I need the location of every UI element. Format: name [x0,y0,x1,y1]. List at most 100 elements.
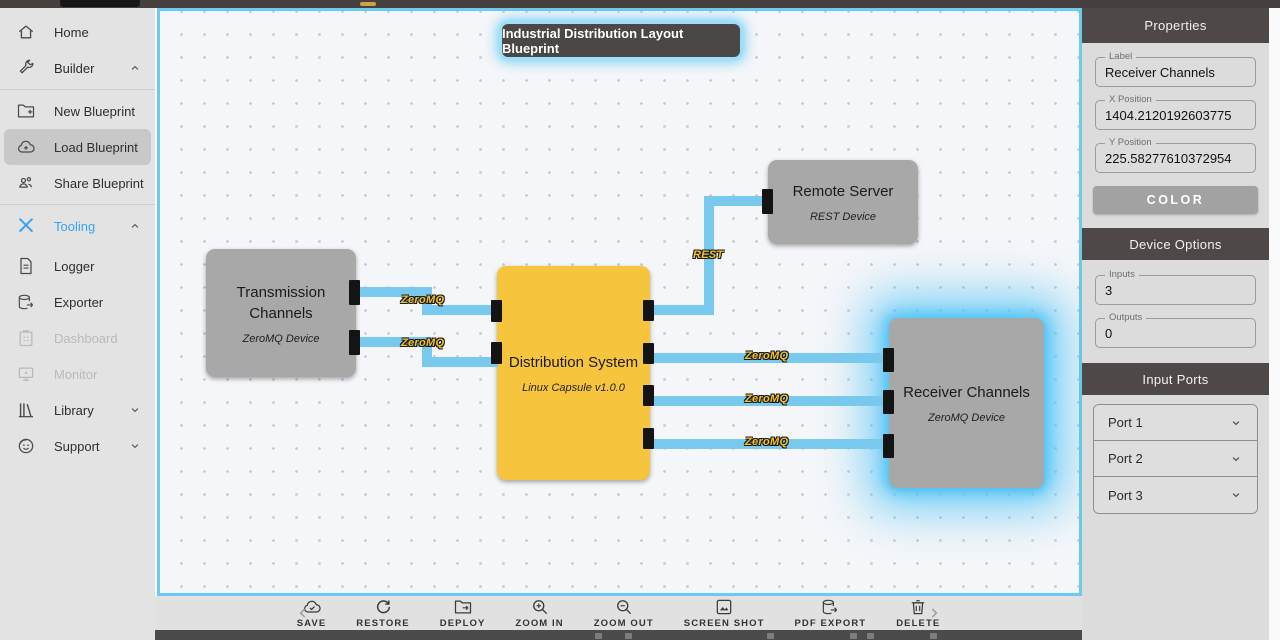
output-port[interactable] [643,385,654,406]
chevron-down-icon [1229,488,1243,502]
home-icon [16,22,36,42]
output-port[interactable] [643,428,654,449]
chevron-down-icon [128,439,142,453]
toolbar-button-label: SCREEN SHOT [683,618,765,629]
sidebar-item-library[interactable]: Library [0,392,155,428]
x-position-field[interactable]: X Position 1404.2120192603775 [1095,94,1256,130]
port-2-accordion[interactable]: Port 2 [1094,441,1257,477]
output-port[interactable] [643,343,654,364]
port-label: Port 2 [1108,451,1143,466]
deploy-button[interactable]: DEPLOY [440,597,486,629]
top-chrome-glyph [360,2,376,6]
node-title: Transmission Channels [236,283,326,322]
page-right-gutter [1269,8,1280,640]
delete-button[interactable]: DELETE [896,597,940,629]
input-port[interactable] [883,390,894,414]
inputs-field[interactable]: Inputs 3 [1095,269,1256,305]
database-export-icon [16,292,36,312]
sidebar-item-label: Builder [54,60,95,76]
input-port[interactable] [762,189,773,214]
field-label: Inputs [1105,269,1139,280]
pdf-export-button[interactable]: PDF EXPORT [795,597,867,629]
connection-label: ZeroMQ [745,436,789,448]
zoom-in-button[interactable]: ZOOM IN [515,597,563,629]
node-remote-server[interactable]: Remote Server REST Device [768,160,918,244]
canvas-toolbar: SAVE RESTORE DEPLOY ZOOM IN ZOOM OUT SCR… [155,596,1082,630]
node-subtitle: ZeroMQ Device [927,412,1006,424]
sidebar-item-new-blueprint[interactable]: New Blueprint [0,93,155,129]
sidebar-item-label: Exporter [54,294,104,310]
blueprint-title-chip[interactable]: Industrial Distribution Layout Blueprint [502,24,740,57]
zoom-out-button[interactable]: ZOOM OUT [594,597,654,629]
properties-header: Properties [1082,8,1269,43]
sidebar-item-label: Load Blueprint [54,139,138,155]
node-transmission-channels[interactable]: Transmission Channels ZeroMQ Device [206,249,356,377]
toolbar-button-label: RESTORE [356,618,410,629]
folder-arrow-icon [453,597,473,617]
image-icon [714,597,734,617]
outputs-field[interactable]: Outputs 0 [1095,312,1256,348]
cutoff-glyph [767,633,774,639]
input-port[interactable] [491,300,502,322]
restore-button[interactable]: RESTORE [356,597,409,629]
trash-icon [908,597,928,617]
sidebar-item-logger[interactable]: Logger [0,248,155,284]
sidebar-item-home[interactable]: Home [0,14,155,50]
connection-segment [360,337,432,347]
cutoff-glyph [867,633,874,639]
books-icon [16,400,36,420]
output-port[interactable] [643,300,654,321]
label-field[interactable]: Label Receiver Channels [1095,51,1256,87]
input-port[interactable] [883,348,894,372]
input-ports-list: Port 1 Port 2 Port 3 [1093,404,1258,514]
toolbar-button-label: PDF EXPORT [794,618,867,629]
sidebar-item-label: Dashboard [54,330,118,346]
people-icon [16,173,36,193]
toolbar-next-chevron-icon[interactable] [926,605,942,621]
document-icon [16,256,36,276]
color-button[interactable]: COLOR [1093,186,1258,214]
sidebar-item-dashboard: Dashboard [0,320,155,356]
sidebar-item-label: Home [54,24,89,40]
toolbar-button-label: ZOOM IN [515,618,564,629]
sidebar-item-monitor: Monitor [0,356,155,392]
input-port[interactable] [491,342,502,364]
connection-segment [704,196,770,206]
port-3-accordion[interactable]: Port 3 [1094,477,1257,513]
output-port[interactable] [349,330,360,355]
toolbar-prev-chevron-icon[interactable] [295,605,311,621]
connection-segment [654,396,890,406]
connection-label: ZeroMQ [745,393,789,405]
field-value: 1404.2120192603775 [1105,108,1232,123]
refresh-icon [373,597,393,617]
monitor-icon [16,364,36,384]
screenshot-button[interactable]: SCREEN SHOT [684,597,765,629]
node-subtitle: Linux Capsule v1.0.0 [522,382,625,394]
cutoff-glyph [595,633,602,639]
field-value: 0 [1105,326,1113,341]
sidebar: Home Builder New Blueprint Load Blueprin… [0,8,155,640]
y-position-field[interactable]: Y Position 225.58277610372954 [1095,137,1256,173]
sidebar-item-support[interactable]: Support [0,428,155,464]
sidebar-item-load-blueprint[interactable]: Load Blueprint [4,129,151,165]
sidebar-item-label: Library [54,402,94,418]
output-port[interactable] [349,280,360,305]
blueprint-canvas[interactable]: Industrial Distribution Layout Blueprint… [157,8,1082,596]
port-label: Port 1 [1108,415,1143,430]
sidebar-item-builder[interactable]: Builder [0,50,155,86]
wrench-icon [16,58,36,78]
node-distribution-system[interactable]: Distribution System Linux Capsule v1.0.0 [497,266,650,480]
clipboard-icon [16,328,36,348]
sidebar-item-share-blueprint[interactable]: Share Blueprint [0,165,155,201]
node-receiver-channels[interactable]: Receiver Channels ZeroMQ Device [889,318,1044,488]
connection-segment [422,357,498,367]
input-port[interactable] [883,434,894,458]
sidebar-item-tooling[interactable]: Tooling [0,208,155,244]
port-1-accordion[interactable]: Port 1 [1094,405,1257,441]
top-chrome-pill [60,0,140,7]
save-button[interactable]: SAVE [297,597,327,629]
sidebar-item-exporter[interactable]: Exporter [0,284,155,320]
toolbar-button-label: SAVE [296,618,327,629]
connection-segment [360,287,432,297]
